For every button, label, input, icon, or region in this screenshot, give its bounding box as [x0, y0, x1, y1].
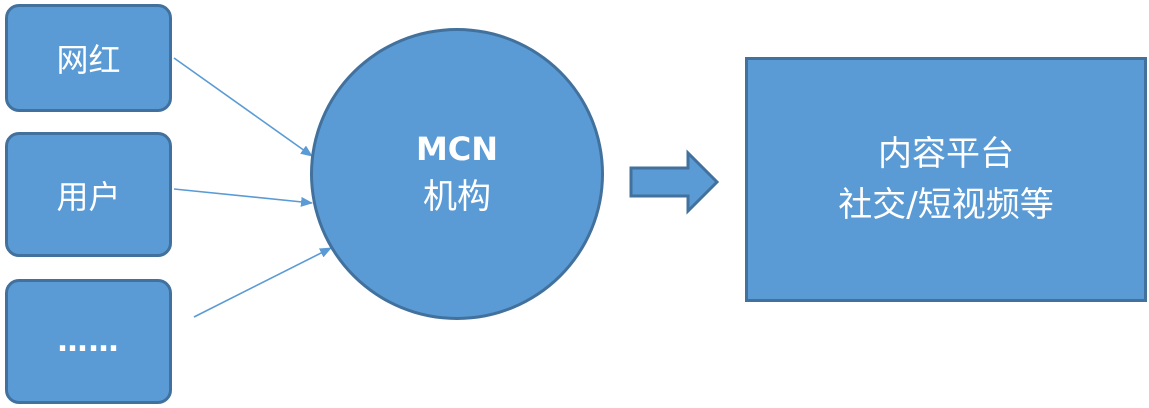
platform-subtitle: 社交/短视频等 — [838, 184, 1054, 225]
arrow-source-2-to-hub — [173, 188, 313, 207]
source-box-user: 用户 — [5, 132, 172, 257]
source-box-influencer: 网红 — [5, 4, 172, 112]
arrow-source-3-to-hub — [193, 247, 332, 318]
mcn-hub-circle: MCN 机构 — [310, 28, 604, 320]
source-label: …… — [57, 324, 120, 359]
hub-name: MCN — [415, 130, 499, 169]
source-box-more: …… — [5, 279, 172, 404]
source-label: 用户 — [56, 177, 121, 216]
source-label: 网红 — [56, 41, 121, 79]
platform-title: 内容平台 — [878, 133, 1014, 174]
arrow-hub-to-platform — [629, 149, 720, 215]
content-platform-box: 内容平台 社交/短视频等 — [745, 57, 1147, 302]
hub-subtitle: 机构 — [423, 176, 491, 217]
arrow-source-1-to-hub — [173, 57, 313, 157]
